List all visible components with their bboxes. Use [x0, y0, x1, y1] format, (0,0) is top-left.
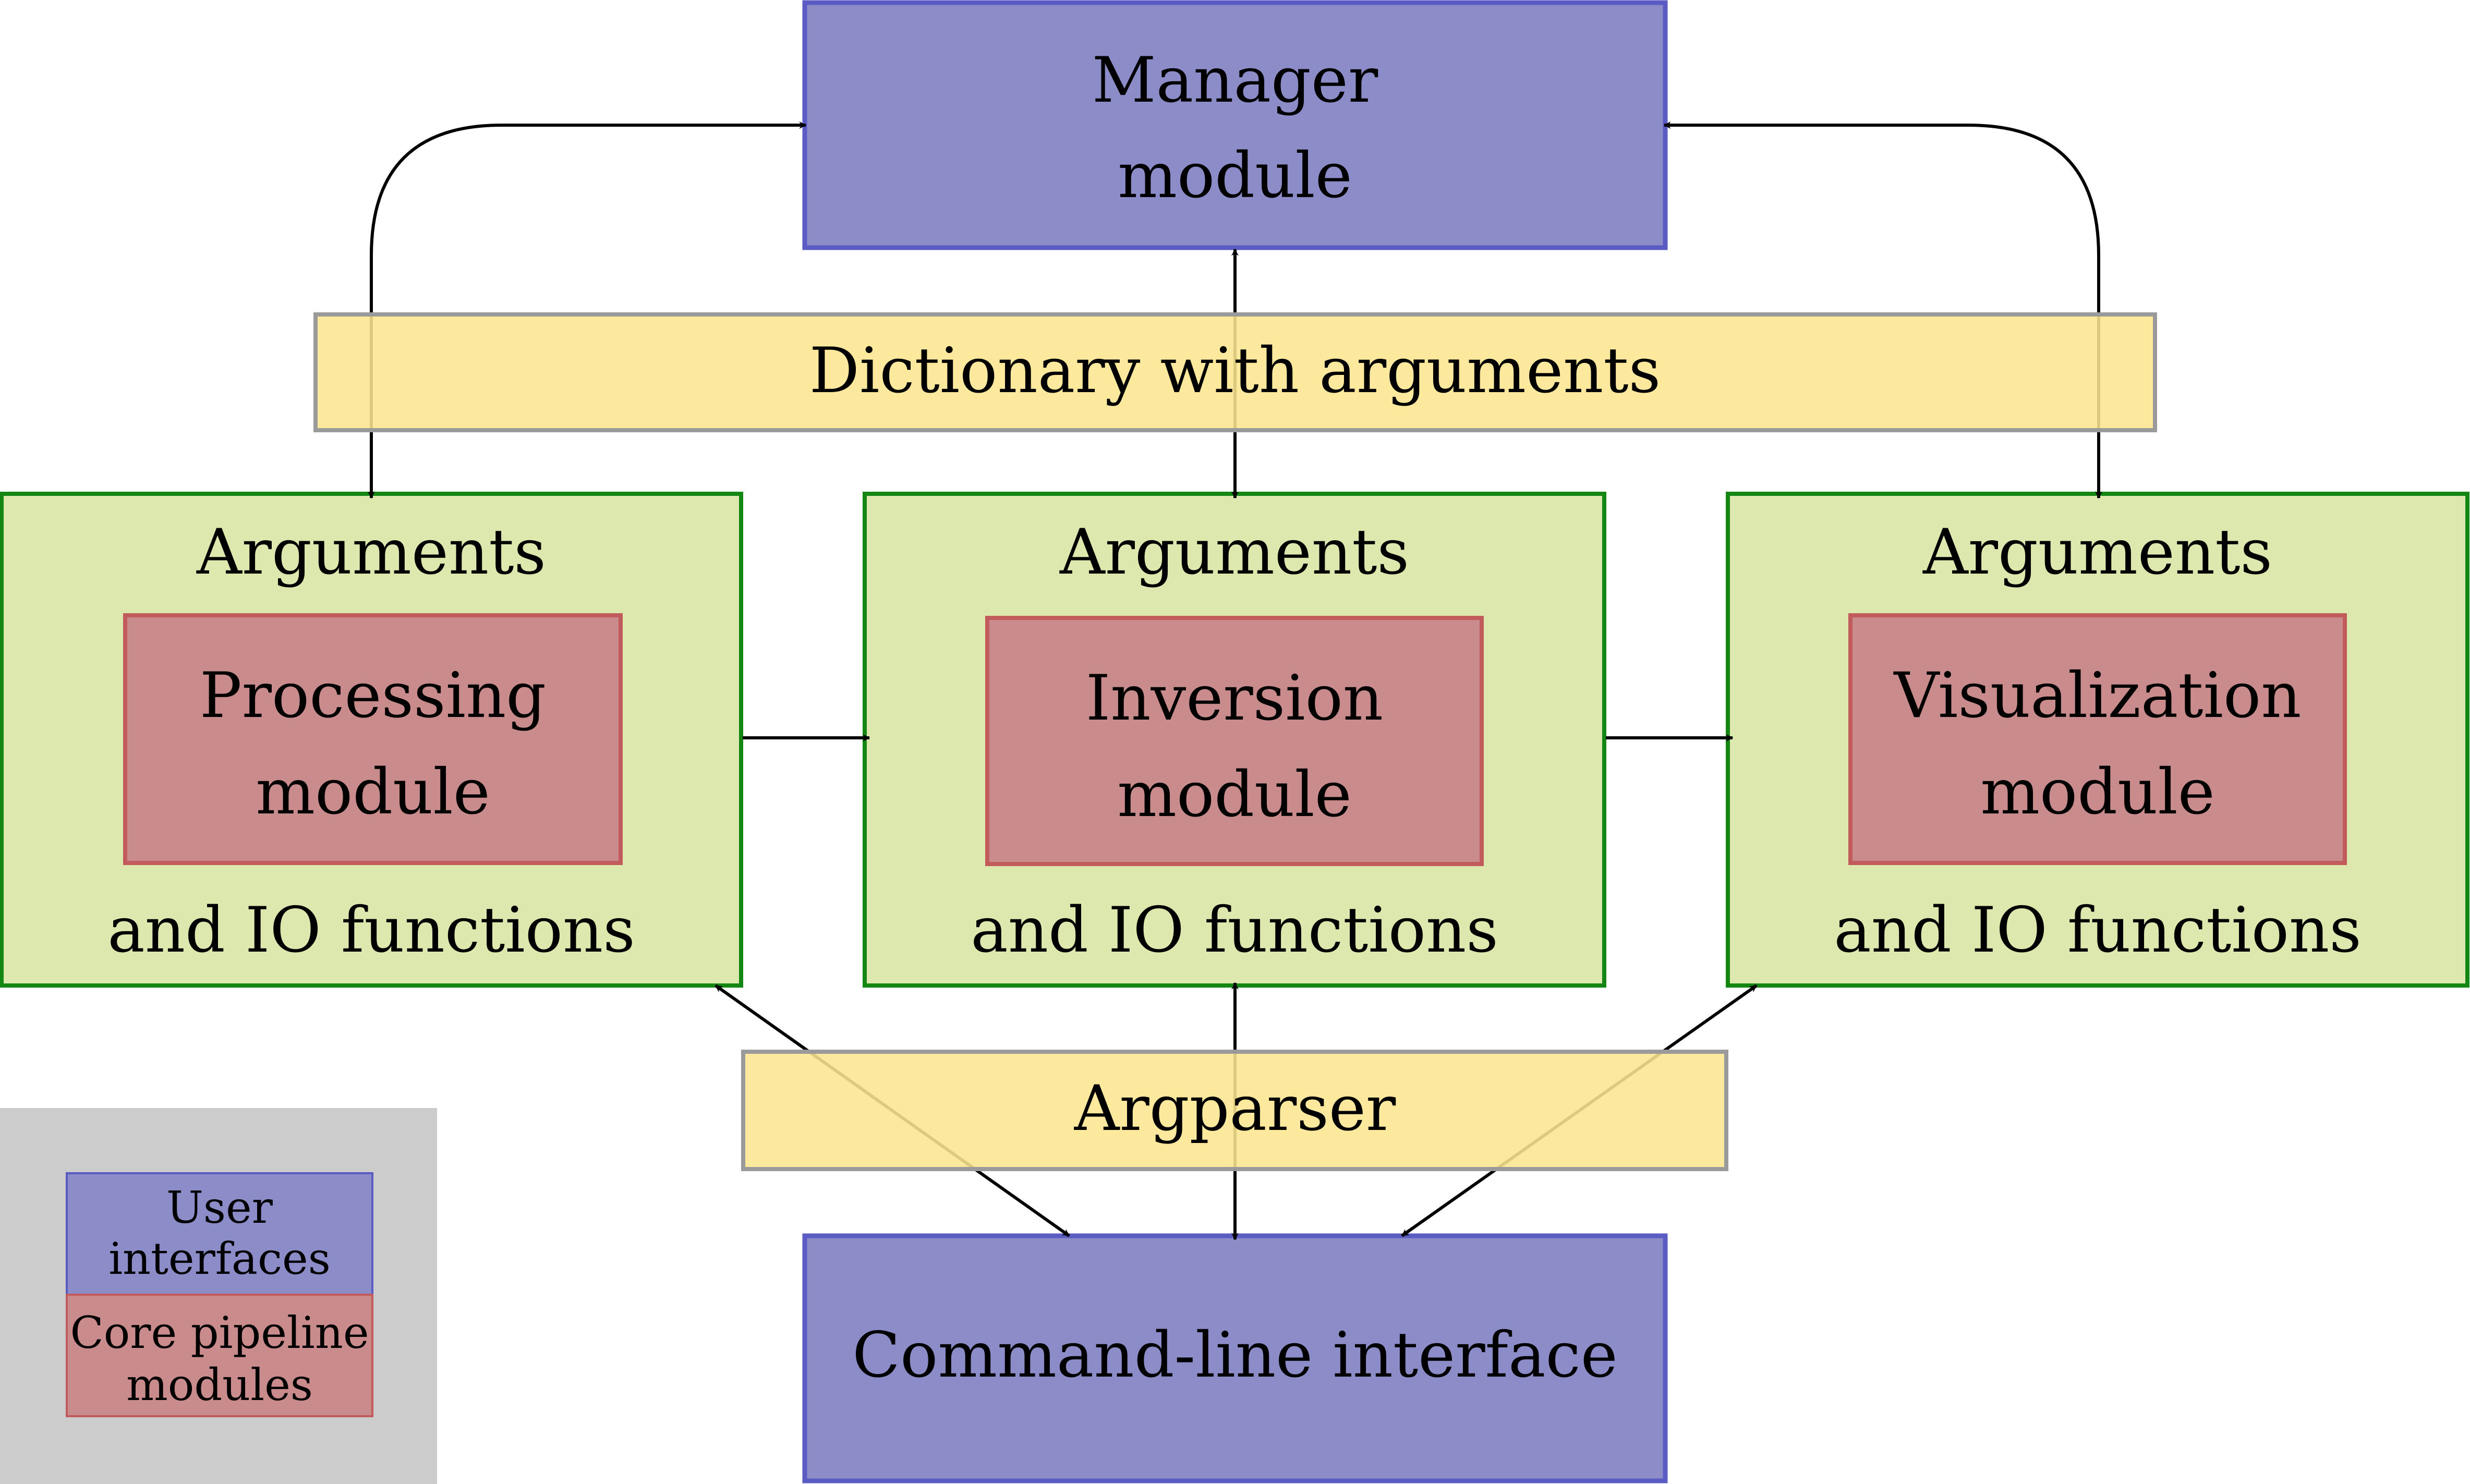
dictionary-label: Dictionary with arguments: [809, 335, 1661, 407]
legend-swatch-core-pipeline-modules: [66, 1294, 373, 1417]
manager-module: Manager module: [802, 0, 1668, 250]
arrow-manager-processing: [368, 121, 807, 499]
legend: User interfaces Core pipeline modules: [0, 1108, 437, 1484]
visualization-module-label-line2: module: [1980, 756, 2215, 829]
command-line-interface: Command-line interface: [802, 1233, 1668, 1483]
inversion-module-box: [985, 616, 1484, 866]
visualization-module-box: [1848, 613, 2347, 865]
processing-module-label-line1: Processing: [200, 660, 546, 732]
dictionary-with-arguments: Dictionary with arguments: [313, 312, 2157, 432]
argument-group-inversion: Arguments Inversion module and IO functi…: [863, 492, 1606, 988]
processing-module-box: [123, 613, 623, 865]
visualization-module-label-line1: Visualization: [1893, 660, 2302, 732]
argparser-bar: [741, 1050, 1728, 1171]
arguments-title-inversion: Arguments: [1059, 516, 1409, 589]
arguments-title-visualization: Arguments: [1922, 516, 2272, 589]
legend-swatch-user-interfaces: [66, 1172, 373, 1296]
arguments-title-processing: Arguments: [196, 516, 546, 589]
argument-group-processing: Arguments Processing module and IO funct…: [0, 492, 743, 988]
argparser: Argparser: [741, 1050, 1728, 1171]
arrow-manager-visualization: [1663, 121, 2102, 499]
argument-group-visualization: Arguments Visualization module and IO fu…: [1726, 492, 2469, 988]
processing-module-label-line2: module: [256, 756, 490, 829]
manager-module-box: [802, 0, 1668, 250]
manager-module-label-line1: Manager: [1092, 44, 1378, 117]
legend-core-pipeline-line1: Core pipeline: [70, 1307, 369, 1358]
io-functions-inversion: and IO functions: [971, 894, 1498, 967]
manager-module-label-line2: module: [1118, 140, 1352, 212]
io-functions-processing: and IO functions: [107, 894, 635, 967]
legend-user-interfaces-line1: User: [166, 1182, 273, 1233]
legend-user-interfaces-line2: interfaces: [108, 1233, 331, 1284]
inversion-module-label-line2: module: [1117, 759, 1352, 831]
legend-core-pipeline-line2: modules: [126, 1359, 313, 1410]
io-functions-visualization: and IO functions: [1834, 894, 2362, 967]
inversion-module-label-line1: Inversion: [1086, 662, 1383, 735]
cli-label: Command-line interface: [852, 1319, 1617, 1392]
dictionary-bar: [313, 312, 2157, 432]
argparser-label: Argparser: [1074, 1073, 1396, 1145]
